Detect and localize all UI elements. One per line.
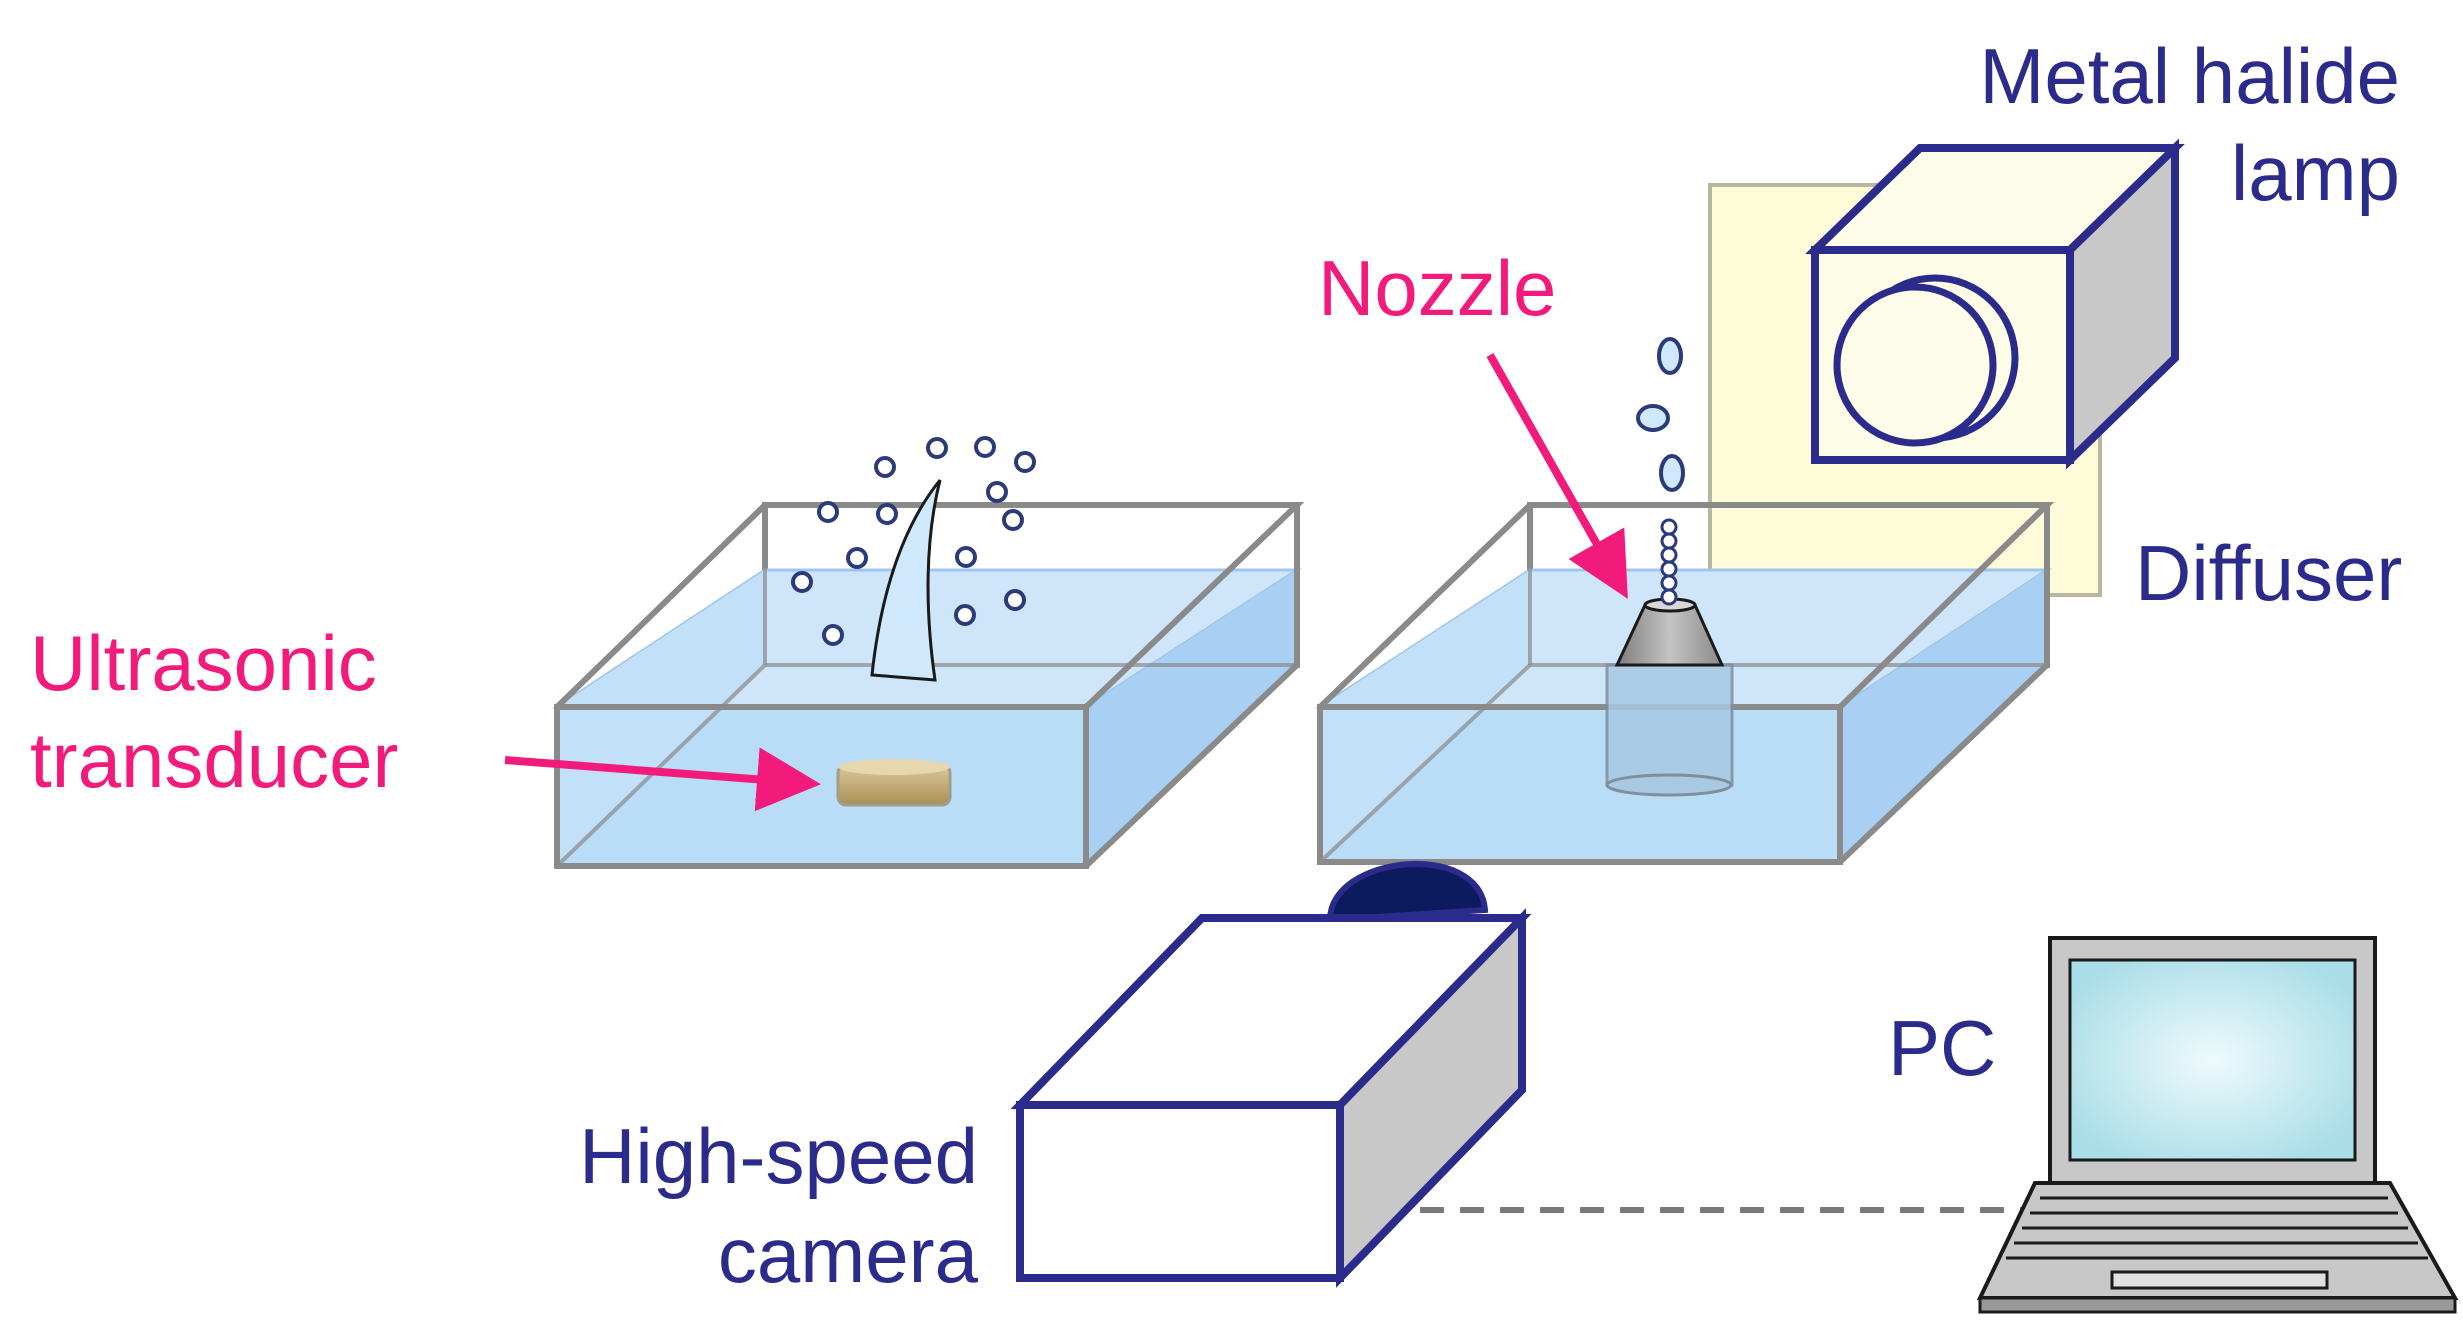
transducer-arrow — [504, 747, 821, 812]
label-diffuser: Diffuser — [2135, 529, 2402, 617]
label-nozzle: Nozzle — [1318, 244, 1556, 332]
label-pc: PC — [1888, 1004, 1996, 1092]
label-ultrasonic: Ultrasonic — [30, 619, 377, 707]
lamp-icon — [1805, 138, 2185, 470]
rising-bubbles — [1636, 337, 1685, 492]
mist-droplets — [791, 436, 1036, 646]
transducer-disc — [836, 759, 952, 807]
label-lamp-line2: lamp — [2231, 129, 2400, 217]
label-lamp-line1: Metal halide — [1979, 32, 2400, 120]
label-camera-line1: High-speed — [579, 1112, 978, 1200]
label-transducer: transducer — [30, 716, 399, 804]
nozzle-icon — [1605, 597, 1734, 797]
bubble-chain — [1660, 518, 1678, 606]
nozzle-arrow — [1486, 353, 1628, 599]
camera-icon — [1010, 861, 1532, 1288]
laptop-icon — [1976, 936, 2459, 1314]
fountain-jet — [870, 479, 942, 682]
label-camera-line2: camera — [718, 1211, 979, 1299]
